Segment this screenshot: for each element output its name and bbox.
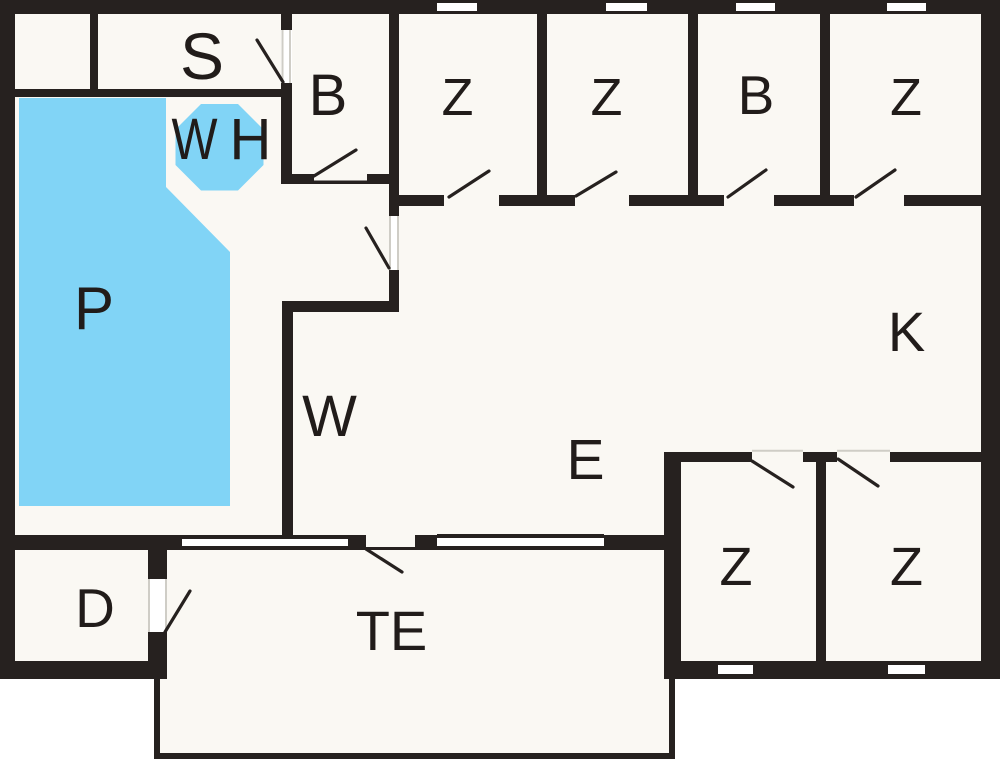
svg-text:P: P <box>74 275 114 342</box>
svg-text:Z: Z <box>591 69 623 127</box>
svg-text:Z: Z <box>890 537 923 597</box>
svg-text:Z: Z <box>720 537 753 597</box>
svg-text:E: E <box>566 428 604 492</box>
svg-text:B: B <box>309 63 348 128</box>
svg-text:W: W <box>302 384 357 449</box>
svg-text:S: S <box>180 19 224 93</box>
svg-text:B: B <box>738 64 775 126</box>
svg-text:TE: TE <box>356 599 428 662</box>
svg-text:D: D <box>75 577 115 639</box>
svg-text:Z: Z <box>890 69 922 127</box>
svg-text:H: H <box>230 107 272 172</box>
svg-text:W: W <box>172 107 218 172</box>
svg-text:Z: Z <box>442 69 474 127</box>
svg-text:K: K <box>888 300 925 363</box>
